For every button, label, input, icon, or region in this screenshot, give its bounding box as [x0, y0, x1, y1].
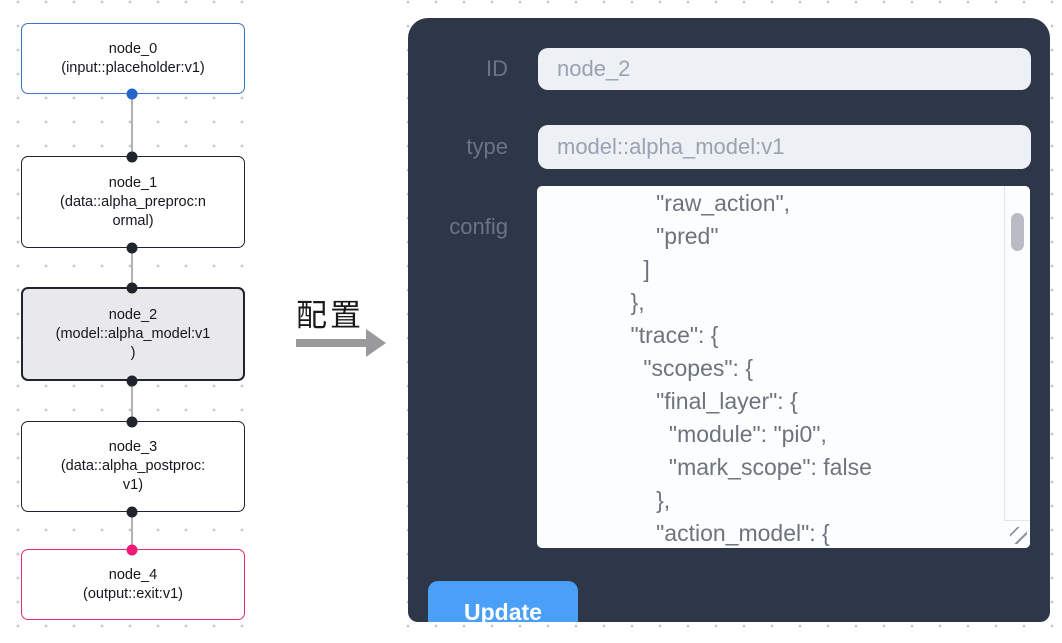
- flow-node-node_4[interactable]: node_4(output::exit:v1): [21, 549, 245, 620]
- edge-node_2-node_3: [131, 381, 133, 422]
- handle-node_1-bottom[interactable]: [126, 242, 138, 254]
- flow-node-label-line: node_3: [108, 439, 158, 455]
- flow-node-node_2[interactable]: node_2(model::alpha_model:v1): [21, 287, 245, 381]
- flow-node-label-line: ): [130, 344, 136, 361]
- handle-node_4-top[interactable]: [126, 544, 138, 556]
- config-scrollbar-track[interactable]: [1004, 186, 1030, 548]
- type-input[interactable]: [538, 125, 1031, 169]
- config-annotation: 配置: [270, 290, 400, 357]
- handle-node_2-top[interactable]: [126, 282, 138, 294]
- config-editor[interactable]: "raw_action", "pred" ] }, "trace": { "sc…: [537, 186, 1030, 548]
- flow-node-label-line: v1): [122, 477, 144, 493]
- handle-node_3-bottom[interactable]: [126, 506, 138, 518]
- flow-node-label-line: (input::placeholder:v1): [61, 59, 205, 76]
- flow-node-label-line: (model::alpha_model:v1: [55, 325, 211, 342]
- config-field-label: config: [449, 214, 508, 239]
- node-config-panel: ID type config "raw_action", "pred" ] },…: [408, 18, 1050, 622]
- handle-node_2-bottom[interactable]: [126, 375, 138, 387]
- edge-node_1-node_2: [131, 248, 133, 288]
- edge-node_3-node_4: [131, 512, 133, 550]
- flow-node-label-line: (data::alpha_preproc:n: [60, 193, 206, 210]
- handle-node_0-bottom[interactable]: [126, 88, 138, 100]
- config-scrollbar-thumb[interactable]: [1011, 213, 1024, 251]
- textarea-resize-grip-icon[interactable]: [1010, 527, 1027, 544]
- flow-node-label-line: (data::alpha_postproc:: [60, 458, 206, 474]
- id-input[interactable]: [538, 48, 1031, 90]
- flow-node-label-line: (output::exit:v1): [83, 585, 183, 602]
- flow-node-label-line: node_1: [108, 174, 158, 191]
- config-annotation-label: 配置: [296, 298, 364, 333]
- workflow-canvas[interactable]: node_0(input::placeholder:v1)node_1(data…: [0, 0, 268, 643]
- update-button[interactable]: Update: [428, 581, 578, 622]
- flow-node-label-line: node_2: [108, 306, 158, 323]
- handle-node_3-top[interactable]: [126, 416, 138, 428]
- edge-node_0-node_1: [131, 94, 133, 157]
- flow-node-node_0[interactable]: node_0(input::placeholder:v1): [21, 23, 245, 94]
- type-field-label: type: [466, 134, 508, 159]
- config-json-text[interactable]: "raw_action", "pred" ] }, "trace": { "sc…: [630, 190, 872, 546]
- handle-node_1-top[interactable]: [126, 151, 138, 163]
- flow-node-label-line: node_4: [108, 566, 158, 583]
- flow-node-label-line: ormal): [112, 212, 154, 229]
- id-field-label: ID: [486, 56, 508, 81]
- flow-node-node_3[interactable]: node_3(data::alpha_postproc:v1): [21, 421, 245, 512]
- right-arrow-shaft: [296, 339, 366, 347]
- right-arrow-icon: [366, 329, 386, 357]
- flow-node-label-line: node_0: [108, 40, 158, 57]
